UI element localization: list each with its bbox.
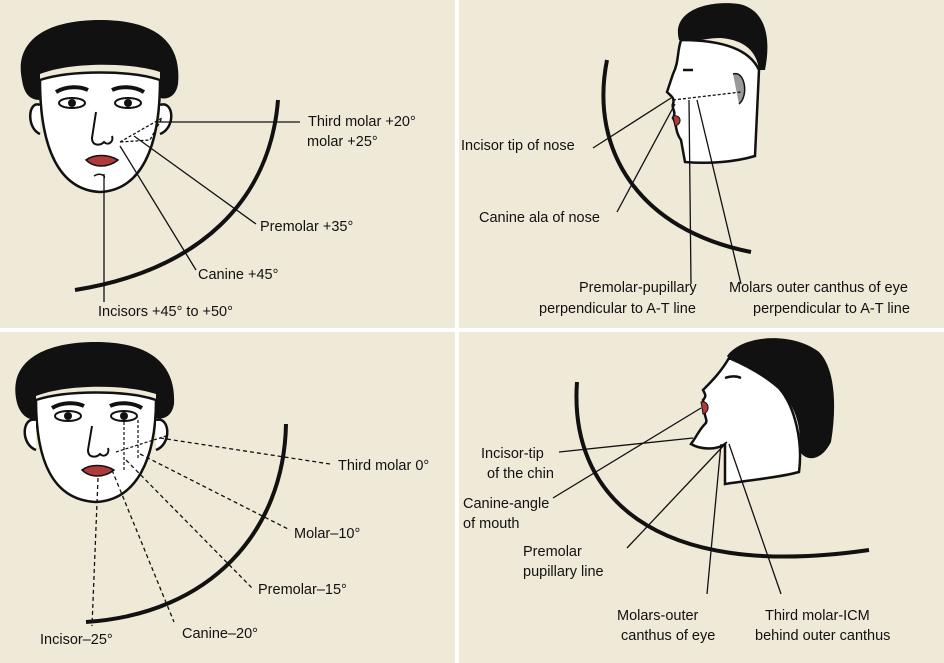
film-arc (601, 59, 752, 254)
label-molars-1: Molars outer canthus of eye (729, 280, 908, 296)
line-premolar (125, 459, 253, 589)
label-premolar-1: Premolar-pupillary (579, 280, 697, 296)
left-brow (54, 85, 89, 94)
eye (724, 375, 742, 380)
label-premolar: Premolar +35° (260, 219, 353, 235)
ear (732, 73, 746, 105)
nose (86, 425, 110, 458)
label-premolar-1: Premolar (523, 544, 582, 560)
line-canine (119, 145, 197, 271)
face-profile (665, 38, 761, 164)
film-arc (74, 99, 280, 292)
hair (677, 3, 768, 70)
label-premolar-2: perpendicular to A-T line (539, 301, 696, 317)
label-molar: Molar–10° (294, 526, 360, 542)
label-incisor-2: of the chin (487, 466, 554, 482)
maxillary-front-diagram: Third molar +20° molar +25° Premolar +35… (20, 20, 416, 320)
left-brow (50, 401, 85, 410)
label-third-molar: Third molar +20° (308, 114, 416, 130)
label-molars-2: perpendicular to A-T line (753, 301, 910, 317)
label-canine: Canine +45° (198, 267, 278, 283)
panel-maxillary-front: Third molar +20° molar +25° Premolar +35… (0, 0, 455, 328)
line-third-molar (728, 443, 782, 595)
right-brow (111, 85, 146, 94)
lips (80, 464, 116, 477)
lips (84, 154, 120, 167)
label-incisor-1: Incisor-tip (481, 446, 544, 462)
line-molars (696, 99, 742, 285)
left-ear (29, 103, 41, 136)
lips (700, 401, 709, 415)
film-arc (574, 381, 870, 559)
line-incisor (91, 477, 99, 627)
left-pupil (64, 412, 72, 420)
label-incisor: Incisor–25° (40, 632, 113, 648)
left-pupil (68, 99, 76, 107)
label-incisors: Incisors +45° to +50° (98, 304, 233, 320)
line-premolar (133, 135, 257, 225)
panel-mandibular-side: Incisor-tip of the chin Canine-angle of … (459, 332, 944, 663)
panel-mandibular-front: Third molar 0° Molar–10° Premolar–15° Ca… (0, 332, 455, 663)
label-canine-2: of mouth (463, 516, 519, 532)
label-premolar-2: pupillary line (523, 564, 604, 580)
lips (672, 115, 681, 127)
line-canine (616, 103, 676, 213)
hair (20, 20, 179, 100)
right-ear (159, 103, 173, 136)
line-incisor (558, 437, 694, 453)
line-canine (111, 469, 175, 623)
label-canine: Canine–20° (182, 626, 258, 642)
hair (727, 338, 835, 459)
nose (90, 111, 114, 146)
label-canine-1: Canine-angle (463, 496, 549, 512)
right-ear (155, 418, 169, 452)
right-pupil (124, 99, 132, 107)
mandibular-side-diagram: Incisor-tip of the chin Canine-angle of … (463, 338, 890, 644)
hair (15, 342, 175, 420)
label-molars-1: Molars-outer (617, 608, 699, 624)
line-premolar (626, 441, 728, 549)
label-third-molar: Third molar 0° (338, 458, 429, 474)
left-ear (23, 418, 37, 452)
line-molars (706, 443, 722, 595)
face-profile (689, 356, 802, 486)
line-canine (552, 407, 702, 499)
label-third-molar-2: behind outer canthus (755, 628, 890, 644)
label-premolar: Premolar–15° (258, 582, 347, 598)
line-premolar (688, 99, 692, 285)
line-incisor (592, 97, 672, 149)
label-third-molar-1: Third molar-ICM (765, 608, 870, 624)
label-incisor: Incisor tip of nose (461, 138, 575, 154)
mandibular-front-diagram: Third molar 0° Molar–10° Premolar–15° Ca… (15, 342, 429, 648)
panel-maxillary-side: Incisor tip of nose Canine ala of nose P… (459, 0, 944, 328)
line-third-molar (159, 437, 331, 465)
right-pupil (120, 412, 128, 420)
label-canine: Canine ala of nose (479, 210, 600, 226)
cheek-guide (119, 116, 164, 143)
label-molar: molar +25° (307, 134, 378, 150)
line-molar (139, 453, 291, 531)
maxillary-side-diagram: Incisor tip of nose Canine ala of nose P… (461, 3, 910, 317)
label-molars-2: canthus of eye (621, 628, 715, 644)
ala-tragus-line (672, 91, 742, 101)
right-brow (109, 401, 144, 410)
guide-cheek (115, 435, 167, 453)
film-arc (85, 423, 288, 624)
